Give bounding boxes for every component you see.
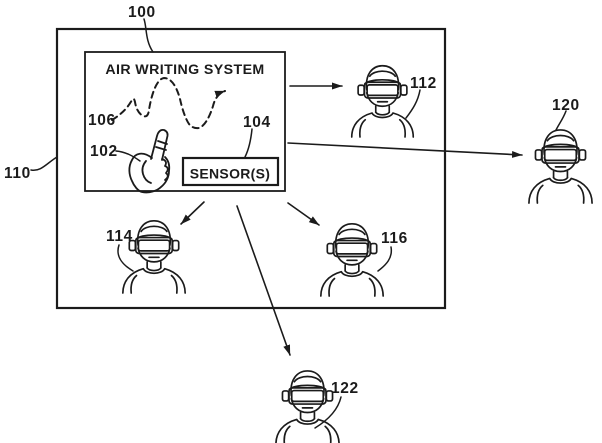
pointing-hand-icon [128, 128, 171, 194]
vr-user-112-figure [350, 64, 415, 138]
vr-user-122-figure [275, 370, 340, 443]
sensor-box [181, 156, 280, 187]
leader-line-122 [314, 396, 342, 429]
air-writing-system-box [84, 51, 286, 192]
leader-line-114 [117, 244, 134, 272]
ref-104: 104 [243, 114, 271, 131]
gesture-trail-path [111, 77, 226, 130]
leader-line-112 [405, 89, 421, 119]
arrow-to-user-122 [236, 205, 291, 356]
ref-114: 114 [106, 228, 133, 245]
ref-110: 110 [4, 165, 31, 182]
leader-line-120 [555, 110, 567, 131]
leader-line-110 [30, 156, 58, 172]
leader-line-100 [143, 18, 154, 53]
ref-122: 122 [331, 380, 359, 397]
leader-line-116 [377, 246, 393, 272]
air-writing-system-title: AIR WRITING SYSTEM [105, 62, 264, 78]
sensor-box-label: SENSOR(S) [190, 166, 271, 182]
ref-100: 100 [128, 4, 156, 21]
vr-user-116-figure [320, 223, 384, 297]
ref-106: 106 [88, 112, 116, 129]
vr-user-120-figure [528, 129, 593, 204]
leader-line-102 [115, 150, 141, 162]
leader-line-104 [244, 128, 253, 158]
ref-102: 102 [90, 143, 118, 160]
ref-112: 112 [410, 75, 437, 92]
arrow-to-user-114 [180, 201, 205, 225]
arrow-to-user-116 [287, 202, 320, 226]
ref-120: 120 [552, 97, 580, 114]
arrow-to-user-120 [287, 142, 523, 158]
environment-boundary-box [55, 27, 447, 310]
ref-116: 116 [381, 230, 408, 247]
